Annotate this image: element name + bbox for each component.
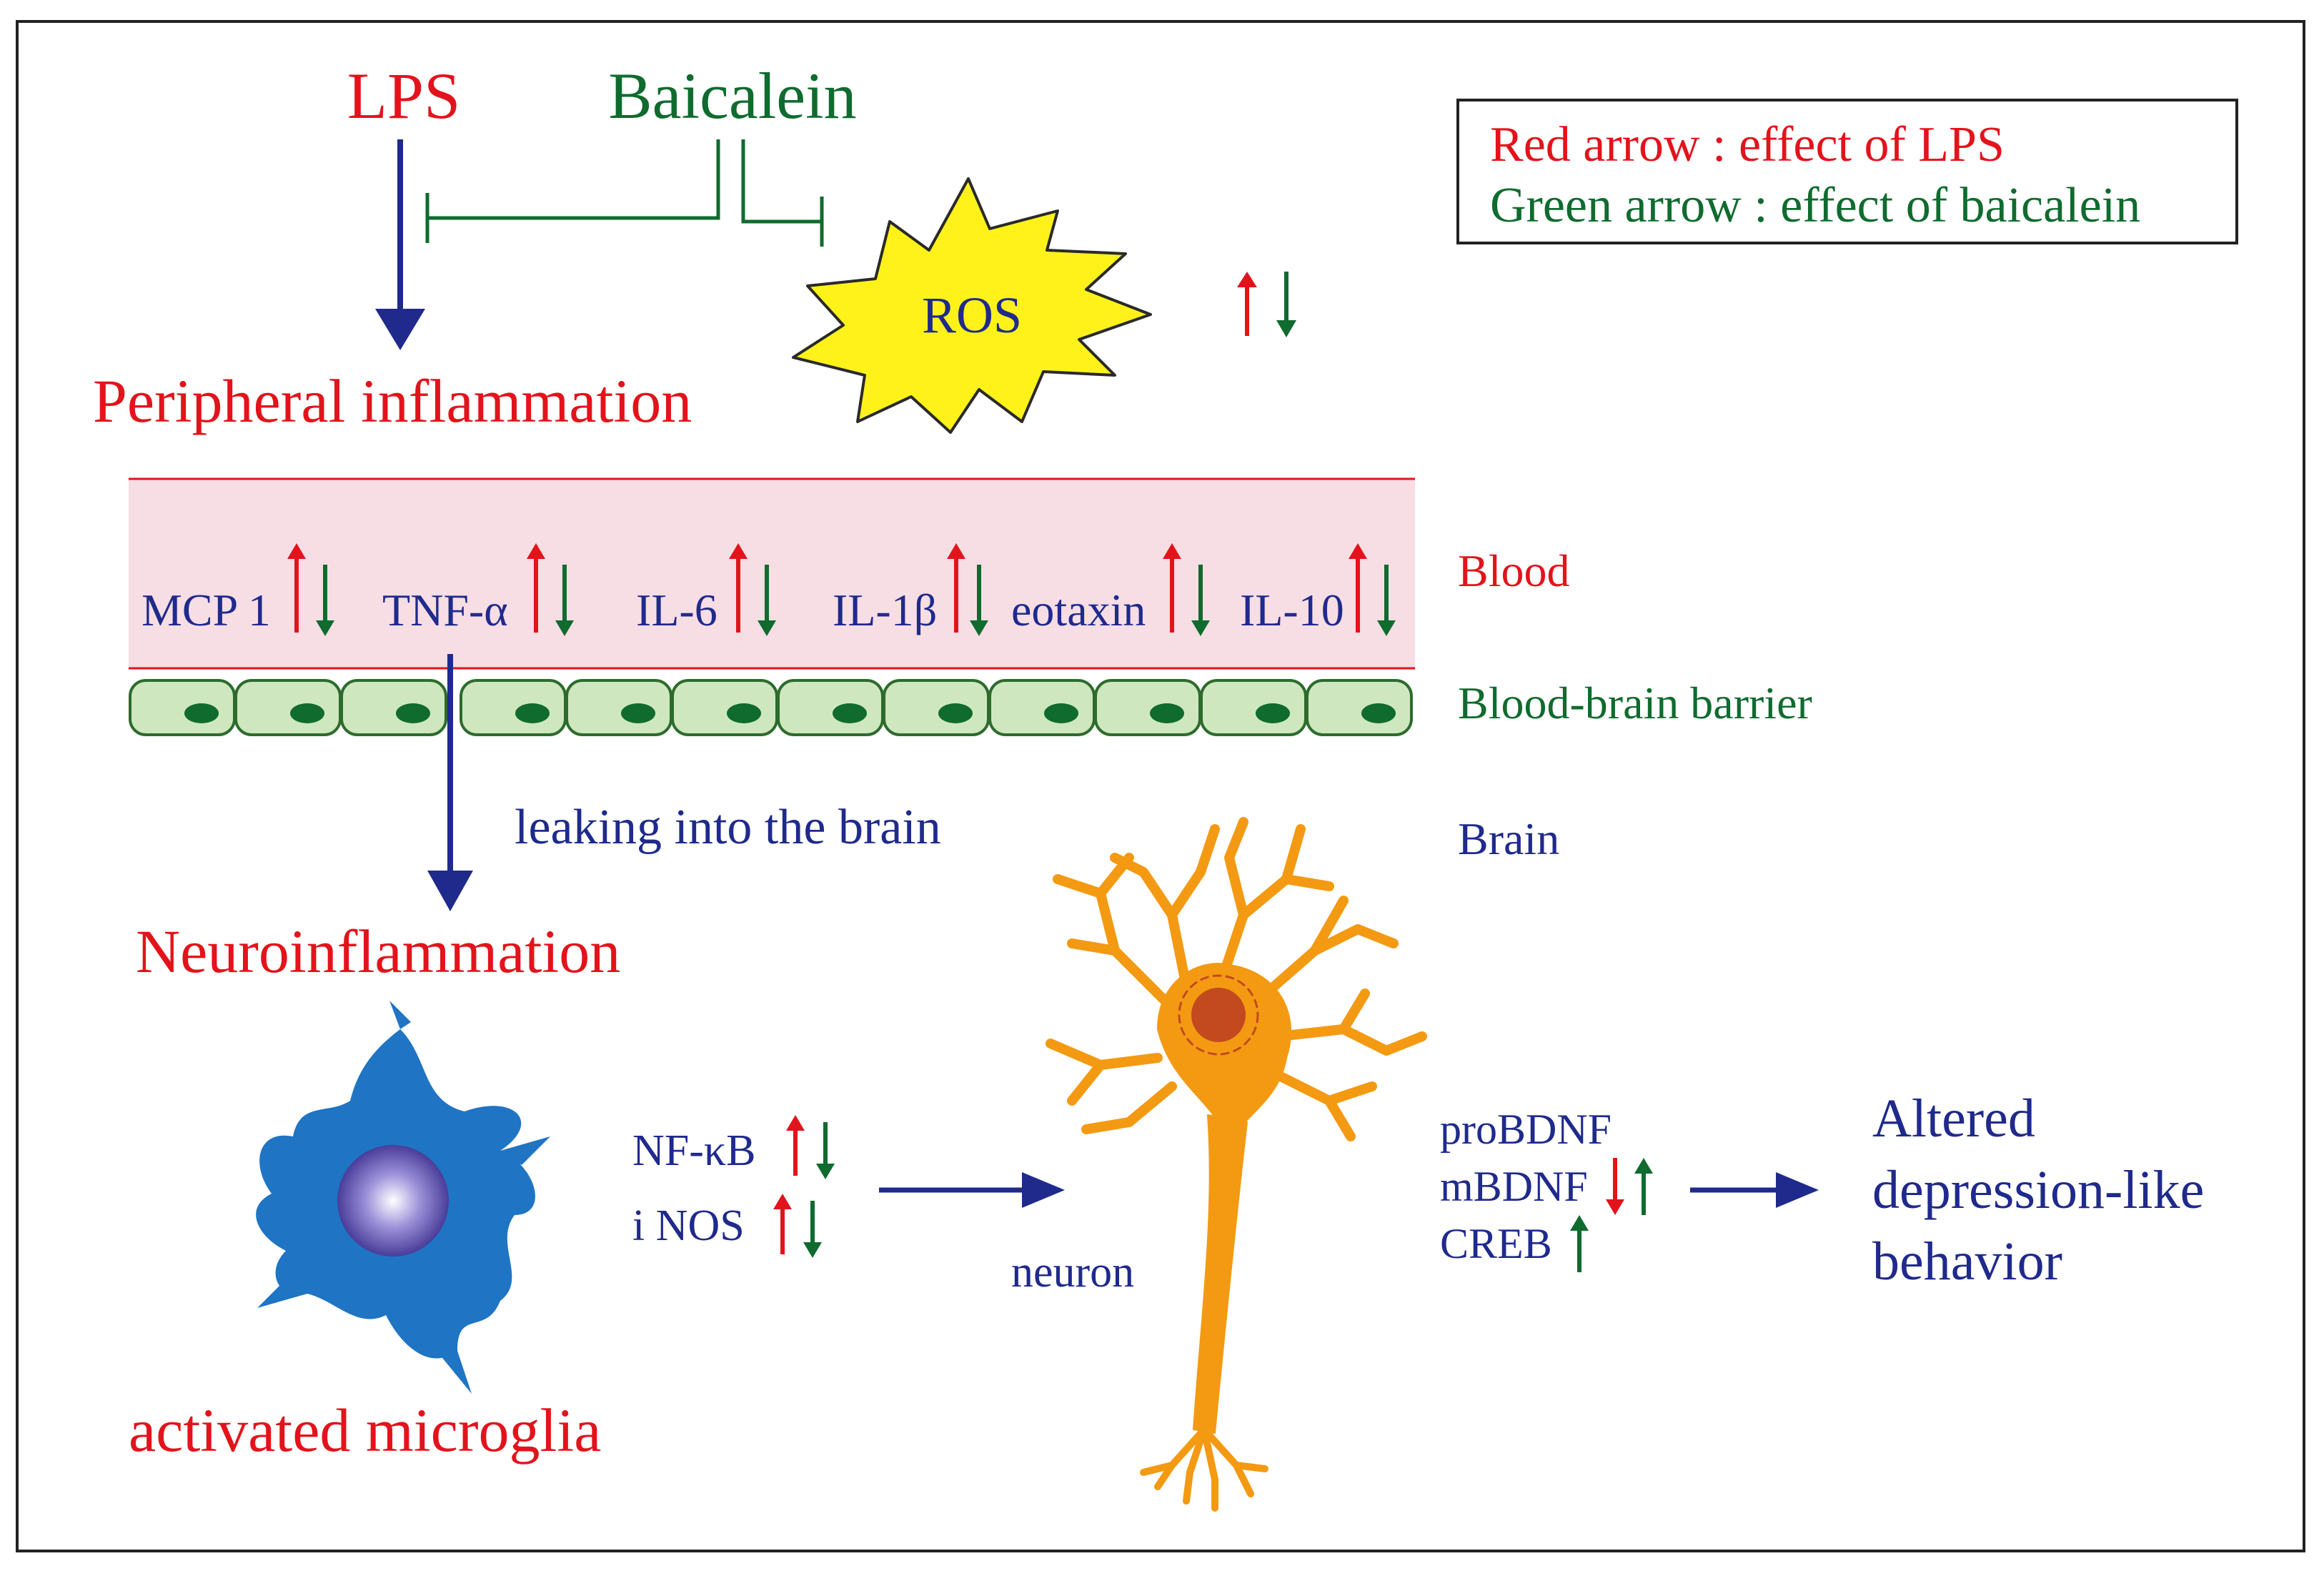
outcome-line3: behavior (1872, 1231, 2062, 1292)
probdnf-label: proBDNF (1440, 1106, 1612, 1153)
cytokine-il10: IL-10 (1240, 585, 1344, 635)
leaking-arrow (427, 654, 473, 911)
microglia-marker-arrows (773, 1115, 835, 1258)
down-green-arrow-icon (816, 1122, 835, 1179)
up-green-arrow-icon (1570, 1215, 1589, 1272)
down-red-arrow-icon (1606, 1158, 1624, 1215)
legend-red: Red arrow : effect of LPS (1490, 117, 2005, 172)
neuroinflammation-label: Neuroinflammation (136, 917, 620, 986)
peripheral-inflammation-label: Peripheral inflammation (93, 367, 692, 435)
microglia-to-neuron-arrow (879, 1172, 1065, 1208)
endothelial-cell (671, 679, 778, 736)
region-blood: Blood (1458, 545, 1569, 596)
microglia-label: activated microglia (129, 1396, 601, 1465)
figure-frame (16, 20, 2305, 1552)
down-green-arrow-icon (803, 1201, 822, 1258)
endothelial-cell (1200, 679, 1307, 736)
cytokine-il1b: IL-1β (833, 585, 937, 635)
nfkb-label: NF-κB (632, 1126, 756, 1175)
cytokine-arrows (287, 543, 1396, 636)
endothelial-cell (129, 679, 236, 736)
endothelial-cell (460, 679, 567, 736)
neuron-cell-icon (1046, 817, 1427, 1512)
cytokine-mcp1: MCP 1 (141, 585, 271, 635)
down-green-arrow-icon (1377, 565, 1396, 636)
endothelial-cell (565, 679, 672, 736)
creb-label: CREB (1440, 1220, 1552, 1267)
legend-box: Red arrow : effect of LPS Green arrow : … (1456, 99, 2238, 244)
endothelial-cell (234, 679, 342, 736)
down-green-arrow-icon (970, 565, 988, 636)
ros-label: ROS (922, 287, 1022, 344)
leaking-label: leaking into the brain (515, 800, 941, 855)
outcome-line2: depression-like (1872, 1160, 2204, 1220)
lps-label: LPS (347, 59, 461, 132)
microglia-cell-icon (256, 1001, 550, 1394)
up-red-arrow-icon (1163, 543, 1181, 633)
down-green-arrow-icon (758, 565, 776, 636)
cytokine-il6: IL-6 (636, 585, 717, 635)
endothelial-cell (340, 679, 447, 736)
endothelial-cell (777, 679, 884, 736)
up-red-arrow-icon (527, 543, 545, 633)
ros-star-icon: ROS (792, 177, 1152, 434)
region-bbb: Blood-brain barrier (1458, 678, 1812, 728)
down-green-arrow-icon (555, 565, 574, 636)
up-red-arrow-icon (1349, 543, 1367, 633)
down-green-arrow-icon (1191, 565, 1210, 636)
neuron-to-outcome-arrow (1690, 1172, 1819, 1208)
up-red-arrow-icon (287, 543, 306, 633)
up-green-arrow-icon (1634, 1158, 1653, 1215)
lps-to-inflammation-arrow (375, 139, 425, 350)
up-red-arrow-icon (1237, 272, 1257, 336)
up-red-arrow-icon (729, 543, 748, 633)
neuron-label: neuron (1011, 1248, 1134, 1297)
neuron-marker-arrows (1570, 1158, 1653, 1272)
bbb-cells (129, 679, 1413, 736)
baicalein-inhibition-lines (425, 139, 824, 247)
blood-band (129, 477, 1415, 670)
up-red-arrow-icon (773, 1194, 792, 1254)
endothelial-cell (1306, 679, 1413, 736)
cytokine-eotaxin: eotaxin (1011, 585, 1146, 635)
cytokine-tnfa: TNF-α (382, 585, 508, 635)
cytokine-row: MCP 1 TNF-α IL-6 IL-1β eotaxin IL-10 (141, 585, 1344, 635)
outcome-line1: Altered (1872, 1089, 2035, 1149)
baicalein-label: Baicalein (608, 59, 856, 132)
down-green-arrow-icon (316, 565, 334, 636)
up-red-arrow-icon (947, 543, 965, 633)
down-green-arrow-icon (1276, 272, 1296, 337)
up-red-arrow-icon (786, 1115, 805, 1176)
endothelial-cell (883, 679, 990, 736)
neuron-nucleus (1191, 988, 1246, 1042)
region-brain: Brain (1458, 813, 1559, 864)
mbdnf-label: mBDNF (1440, 1163, 1588, 1210)
endothelial-cell (988, 679, 1096, 736)
ros-change-arrows (1237, 272, 1296, 337)
microglia-nucleus (337, 1145, 449, 1257)
inos-label: i NOS (632, 1201, 745, 1250)
legend-green: Green arrow : effect of baicalein (1490, 178, 2140, 233)
endothelial-cell (1094, 679, 1201, 736)
